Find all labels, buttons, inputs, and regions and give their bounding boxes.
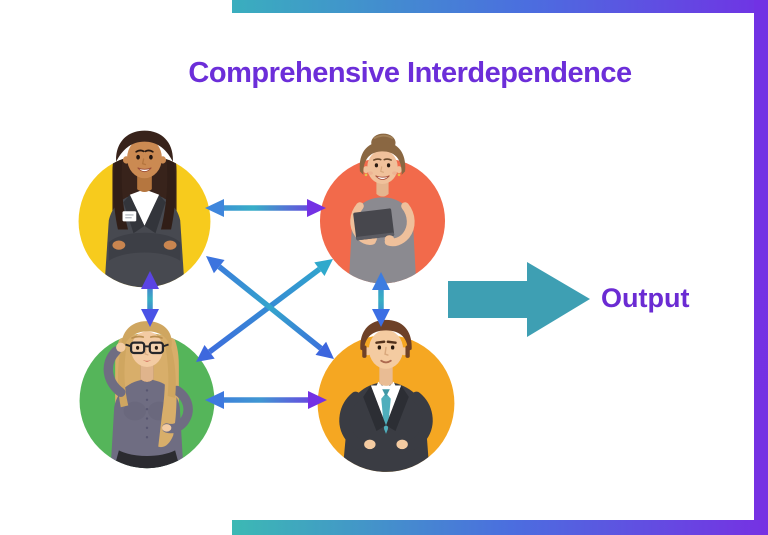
member-4-body <box>339 381 433 472</box>
arrow-member3-member4-icon <box>205 391 327 409</box>
team-member-4 <box>310 294 462 475</box>
frame-bottom-bar <box>232 520 768 535</box>
team-member-3 <box>72 293 222 471</box>
output-label: Output <box>601 283 690 313</box>
member-3-head <box>103 321 176 408</box>
tablet <box>353 208 395 241</box>
member-1-head <box>116 130 173 193</box>
member-2-body <box>348 197 417 284</box>
member-2-head <box>359 133 406 197</box>
avatar-member-3-illustration <box>79 321 215 469</box>
page-title: Comprehensive Interdependence <box>188 57 632 89</box>
member-4-head <box>360 319 412 386</box>
frame-right-bar <box>754 0 768 535</box>
team-member-2 <box>313 121 452 286</box>
team-member-1 <box>71 116 218 290</box>
avatar-member-4-illustration <box>317 319 455 472</box>
avatar-member-2-illustration <box>319 133 446 284</box>
frame-top-bar <box>232 0 768 13</box>
avatar-member-1-illustration <box>78 130 211 288</box>
output-arrow-icon <box>448 262 590 337</box>
arrow-member1-member2-icon <box>205 199 326 217</box>
